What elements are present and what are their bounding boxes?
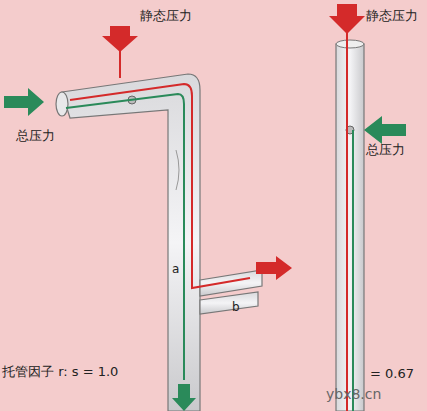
output-arrow: [256, 256, 292, 280]
static-arrow: [102, 26, 138, 52]
glass-reflection: [176, 150, 179, 190]
static-line: [70, 84, 250, 288]
factor-label: 托管因子 r: s = 1.0: [2, 364, 118, 380]
tube-top: [336, 40, 364, 48]
output-arrow: [172, 384, 196, 411]
static-line: [346, 8, 348, 411]
side-tube: [200, 292, 258, 314]
tube-body: [336, 44, 364, 411]
watermark: ybx8.cn: [326, 386, 381, 403]
part-label: b: [232, 300, 240, 314]
total-pressure-label: 总压力: [16, 128, 55, 144]
static-pressure-label: 静态压力: [140, 8, 192, 24]
total-pressure-label: 总压力: [366, 142, 405, 158]
total-line: [352, 130, 354, 411]
part-label: a: [172, 262, 179, 276]
factor-label: = 0.67: [370, 366, 414, 382]
total-arrow: [4, 88, 44, 116]
side-tube: [200, 270, 262, 296]
static-pressure-label: 静态压力: [366, 8, 418, 24]
total-line: [66, 94, 184, 380]
static-arrow: [329, 4, 365, 34]
total-arrow: [364, 116, 406, 144]
tube-body: [62, 74, 200, 411]
tube-nose: [56, 92, 68, 116]
